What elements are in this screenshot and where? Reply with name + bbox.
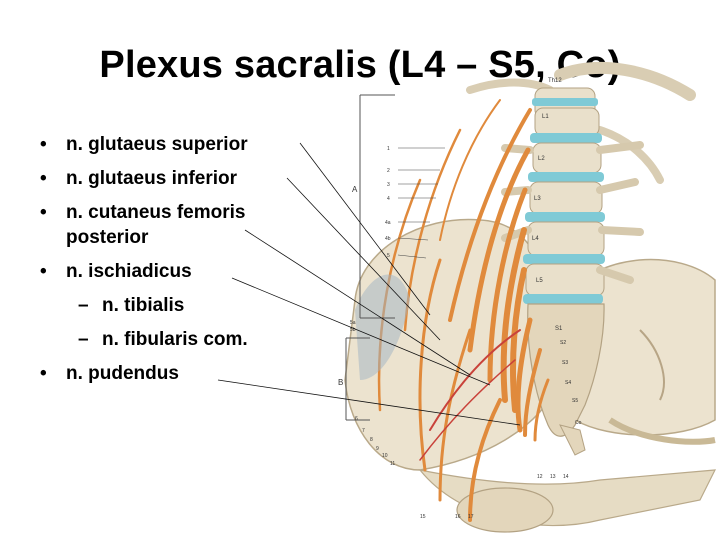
vertebra-label: L5 — [536, 278, 543, 284]
figure-number: 7 — [362, 428, 365, 434]
sacrum — [527, 303, 605, 456]
vertebra-label: Th12 — [548, 78, 562, 84]
figure-number: 17 — [468, 514, 474, 520]
region-label-a: A — [352, 185, 358, 194]
figure-number: 5 — [387, 253, 390, 259]
figure-number: 2 — [387, 168, 390, 174]
vertebra-label: S1 — [555, 326, 563, 332]
vertebra-label: L3 — [534, 196, 541, 202]
figure-number: 15 — [420, 514, 426, 520]
figure-number: 10 — [382, 453, 388, 459]
figure-number: 5a — [350, 320, 356, 326]
figure-number: 4b — [385, 236, 391, 242]
figure-number: 16 — [455, 514, 461, 520]
slide-title: Plexus sacralis (L4 – S5, Co) — [99, 44, 621, 86]
list-item-text: n. ischiadicus — [66, 261, 192, 282]
figure-number: 5b — [350, 327, 356, 333]
figure-number: 4 — [387, 196, 390, 202]
vessels — [419, 329, 521, 461]
figure-number: 3 — [387, 182, 390, 188]
figure-number: 11 — [390, 461, 395, 467]
lumbar-spine — [501, 87, 644, 304]
vertebra-label: L1 — [542, 114, 549, 120]
region-brackets — [345, 94, 395, 421]
list-item-text: n. glutaeus superior — [66, 134, 248, 155]
nerve-list: •n. glutaeus superior •n. glutaeus infer… — [40, 132, 310, 395]
figure-leader-lines — [397, 147, 445, 259]
muscles — [355, 274, 665, 401]
sub-list-item-text: n. tibialis — [102, 295, 185, 316]
list-item: •n. ischiadicus — [40, 261, 192, 282]
list-item: •n. cutaneus femoris posterior — [40, 202, 246, 248]
vertebra-label: S4 — [565, 380, 571, 386]
sub-list-item: –n. tibialis — [78, 295, 185, 316]
figure-number: 12 — [537, 474, 543, 480]
figure-number: 1 — [387, 146, 390, 152]
vertebra-label: S5 — [572, 398, 578, 404]
figure-number: 13 — [550, 474, 556, 480]
region-label-b: B — [338, 378, 343, 387]
list-item-text: n. pudendus — [66, 363, 179, 384]
vertebra-label: S3 — [562, 360, 568, 366]
ribs — [466, 61, 696, 184]
sub-list-item: –n. fibularis com. — [78, 329, 248, 350]
figure-number: 9 — [376, 446, 379, 452]
figure-number: 6 — [355, 416, 358, 422]
figure-number: 4a — [385, 220, 391, 226]
vertebra-label: S2 — [560, 340, 566, 346]
figure-number: 14 — [563, 474, 569, 480]
figure-number: 8 — [370, 437, 373, 443]
list-item: •n. glutaeus superior — [40, 134, 248, 155]
vertebra-label: L2 — [538, 156, 545, 162]
vertebra-label: Co — [575, 420, 582, 426]
list-item-text: n. glutaeus inferior — [66, 168, 238, 189]
vertebra-label: L4 — [532, 236, 539, 242]
sub-list-item-text: n. fibularis com. — [102, 329, 248, 350]
list-item: •n. glutaeus inferior — [40, 168, 238, 189]
label-pointer-lines — [217, 142, 521, 426]
list-item: •n. pudendus — [40, 363, 179, 384]
list-item-text: n. cutaneus femoris posterior — [66, 202, 246, 248]
